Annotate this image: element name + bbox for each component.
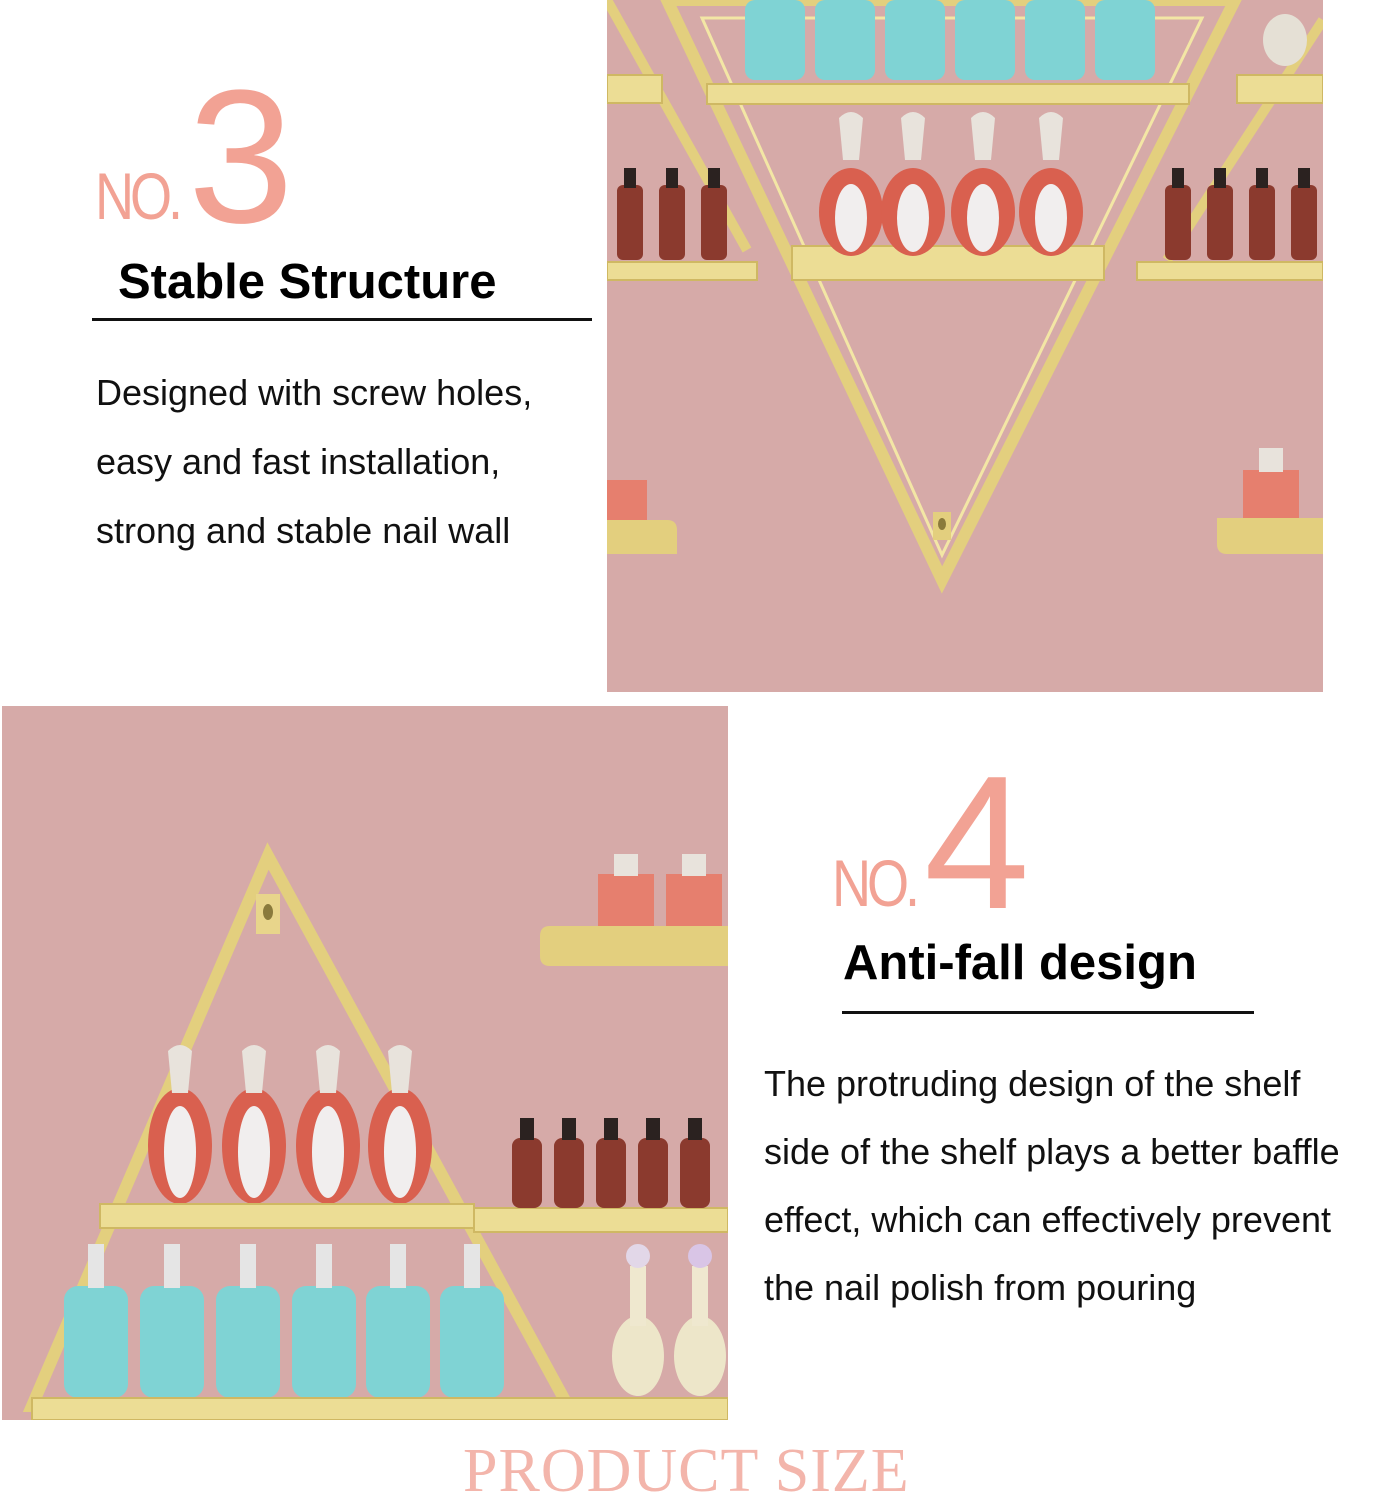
- feature-4-body-line-4: the nail polish from pouring: [764, 1267, 1197, 1308]
- teal-bottle: [815, 0, 875, 80]
- shelf-photo-bottom-illustration: [2, 706, 728, 1420]
- shelf-photo-bottom: [2, 706, 728, 1420]
- feature-4-divider: [842, 1011, 1254, 1014]
- screw-hole: [263, 904, 273, 920]
- brown-bottles: [512, 1118, 710, 1208]
- feature-4-body-line-1: The protruding design of the shelf: [764, 1063, 1301, 1104]
- feature-4-heading: Anti-fall design: [843, 936, 1197, 990]
- perfume-bottles: [819, 112, 1083, 256]
- feature-3-body-line-1: Designed with screw holes,: [96, 372, 533, 413]
- feature-3-divider: [92, 318, 592, 321]
- bottom-shelf: [31, 1397, 728, 1420]
- feature-3-body-line-2: easy and fast installation,: [96, 441, 501, 482]
- teal-bottle: [745, 0, 805, 80]
- teal-bottle: [885, 0, 945, 80]
- shelf-photo-top-illustration: [607, 0, 1323, 692]
- teal-bottle: [1095, 0, 1155, 80]
- left-brown-bottles: [617, 168, 727, 260]
- triangle-frame-highlight: [699, 16, 1205, 559]
- perfume-bottles: [148, 1045, 432, 1204]
- shelf-photo-top: [607, 0, 1323, 692]
- feature-3-heading: Stable Structure: [118, 255, 497, 309]
- triangle-frame: [660, 0, 1242, 594]
- right-brown-bottles: [1165, 168, 1317, 260]
- feature-3-number: 3: [188, 51, 294, 263]
- teal-bottle: [1025, 0, 1085, 80]
- feature-4-no-prefix: NO.: [832, 846, 920, 920]
- feature-4-body-line-2: side of the shelf plays a better baffle: [764, 1131, 1340, 1172]
- product-size-title: PRODUCT SIZE: [463, 1437, 910, 1505]
- feature-3-no-prefix: NO.: [95, 159, 183, 233]
- upper-shelf: [706, 83, 1190, 105]
- feature-4-number: 4: [924, 737, 1030, 949]
- screw-hole: [938, 518, 946, 530]
- glass-bottles: [612, 1244, 726, 1396]
- feature-4-body-line-3: effect, which can effectively prevent: [764, 1199, 1331, 1240]
- teal-bottle: [955, 0, 1015, 80]
- feature-3-body-line-3: strong and stable nail wall: [96, 510, 511, 551]
- middle-shelf: [99, 1203, 475, 1229]
- teal-bottles: [64, 1244, 504, 1398]
